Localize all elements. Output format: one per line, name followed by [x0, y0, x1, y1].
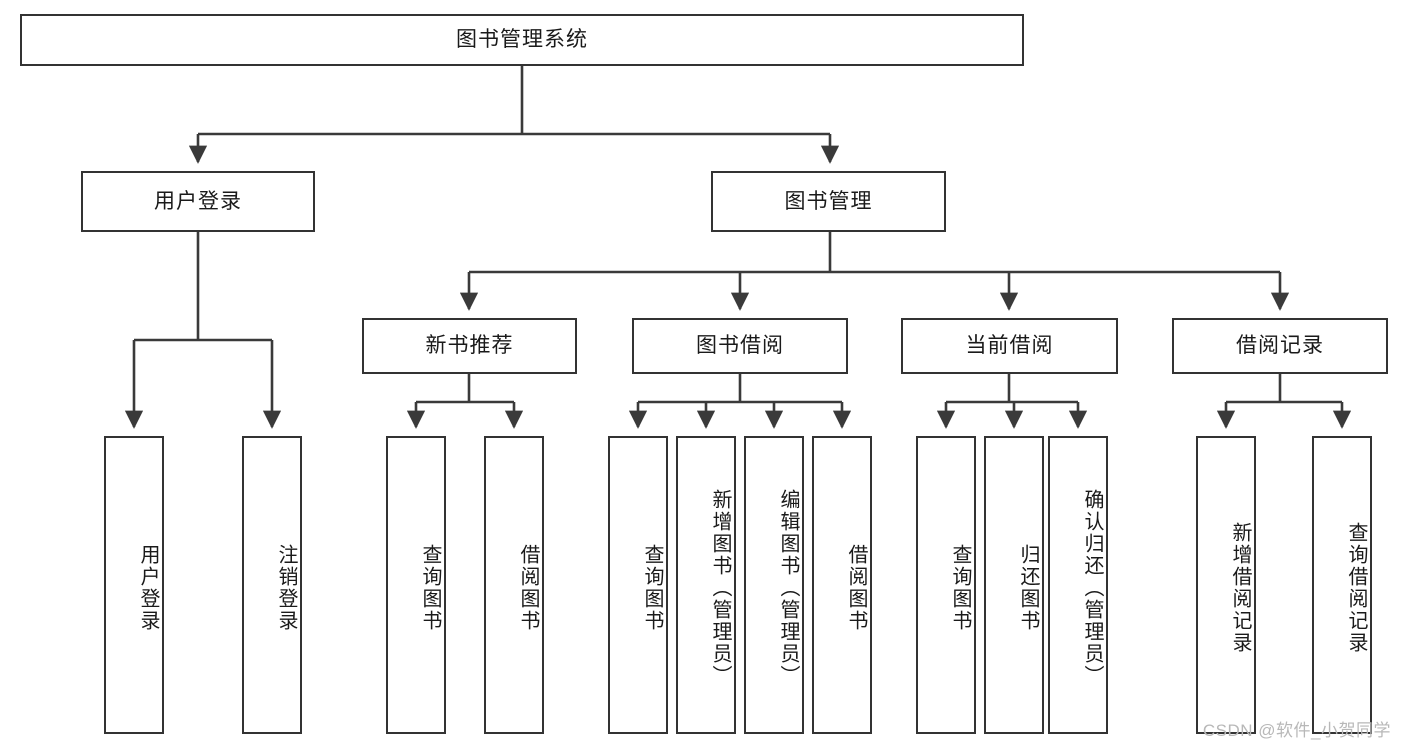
node-leaf-query-book-borrow-label: 查询图书 — [641, 544, 663, 632]
node-borrow-record[interactable]: 借阅记录 — [1172, 318, 1388, 374]
node-new-book-recommend-label: 新书推荐 — [425, 334, 514, 358]
node-user-login[interactable]: 用户登录 — [81, 171, 315, 232]
node-leaf-borrow-book-label: 借阅图书 — [845, 544, 867, 632]
node-leaf-confirm-return-admin-label: 确认归还（管理员） — [1081, 489, 1103, 687]
node-leaf-logout-label: 注销登录 — [275, 544, 297, 632]
node-leaf-return-book[interactable]: 归还图书 — [984, 436, 1044, 734]
node-leaf-edit-book-admin-label: 编辑图书（管理员） — [777, 489, 799, 687]
node-leaf-query-book-current-label: 查询图书 — [949, 544, 971, 632]
node-leaf-query-borrow-record-label: 查询借阅记录 — [1345, 522, 1367, 654]
node-leaf-user-login[interactable]: 用户登录 — [104, 436, 164, 734]
node-leaf-logout[interactable]: 注销登录 — [242, 436, 302, 734]
node-leaf-borrow-book[interactable]: 借阅图书 — [812, 436, 872, 734]
node-current-borrow-label: 当前借阅 — [965, 334, 1054, 358]
node-book-management[interactable]: 图书管理 — [711, 171, 946, 232]
node-root[interactable]: 图书管理系统 — [20, 14, 1024, 66]
node-leaf-add-book-admin-label: 新增图书（管理员） — [709, 489, 731, 687]
node-leaf-borrow-book-recommend-label: 借阅图书 — [517, 544, 539, 632]
node-leaf-add-book-admin[interactable]: 新增图书（管理员） — [676, 436, 736, 734]
node-book-management-label: 图书管理 — [784, 189, 873, 213]
node-leaf-edit-book-admin[interactable]: 编辑图书（管理员） — [744, 436, 804, 734]
node-leaf-confirm-return-admin[interactable]: 确认归还（管理员） — [1048, 436, 1108, 734]
node-book-borrow[interactable]: 图书借阅 — [632, 318, 848, 374]
node-leaf-query-borrow-record[interactable]: 查询借阅记录 — [1312, 436, 1372, 734]
node-leaf-user-login-label: 用户登录 — [137, 544, 159, 632]
node-leaf-query-book-recommend-label: 查询图书 — [419, 544, 441, 632]
node-leaf-query-book-recommend[interactable]: 查询图书 — [386, 436, 446, 734]
node-current-borrow[interactable]: 当前借阅 — [901, 318, 1118, 374]
node-leaf-add-borrow-record[interactable]: 新增借阅记录 — [1196, 436, 1256, 734]
node-leaf-add-borrow-record-label: 新增借阅记录 — [1229, 522, 1251, 654]
node-new-book-recommend[interactable]: 新书推荐 — [362, 318, 577, 374]
node-borrow-record-label: 借阅记录 — [1236, 334, 1324, 358]
node-root-label: 图书管理系统 — [456, 28, 588, 52]
node-user-login-label: 用户登录 — [154, 189, 242, 213]
node-leaf-query-book-current[interactable]: 查询图书 — [916, 436, 976, 734]
node-leaf-borrow-book-recommend[interactable]: 借阅图书 — [484, 436, 544, 734]
node-leaf-return-book-label: 归还图书 — [1017, 544, 1039, 632]
node-book-borrow-label: 图书借阅 — [696, 334, 784, 358]
watermark: CSDN @软件_小贺同学 — [1202, 721, 1391, 740]
node-leaf-query-book-borrow[interactable]: 查询图书 — [608, 436, 668, 734]
